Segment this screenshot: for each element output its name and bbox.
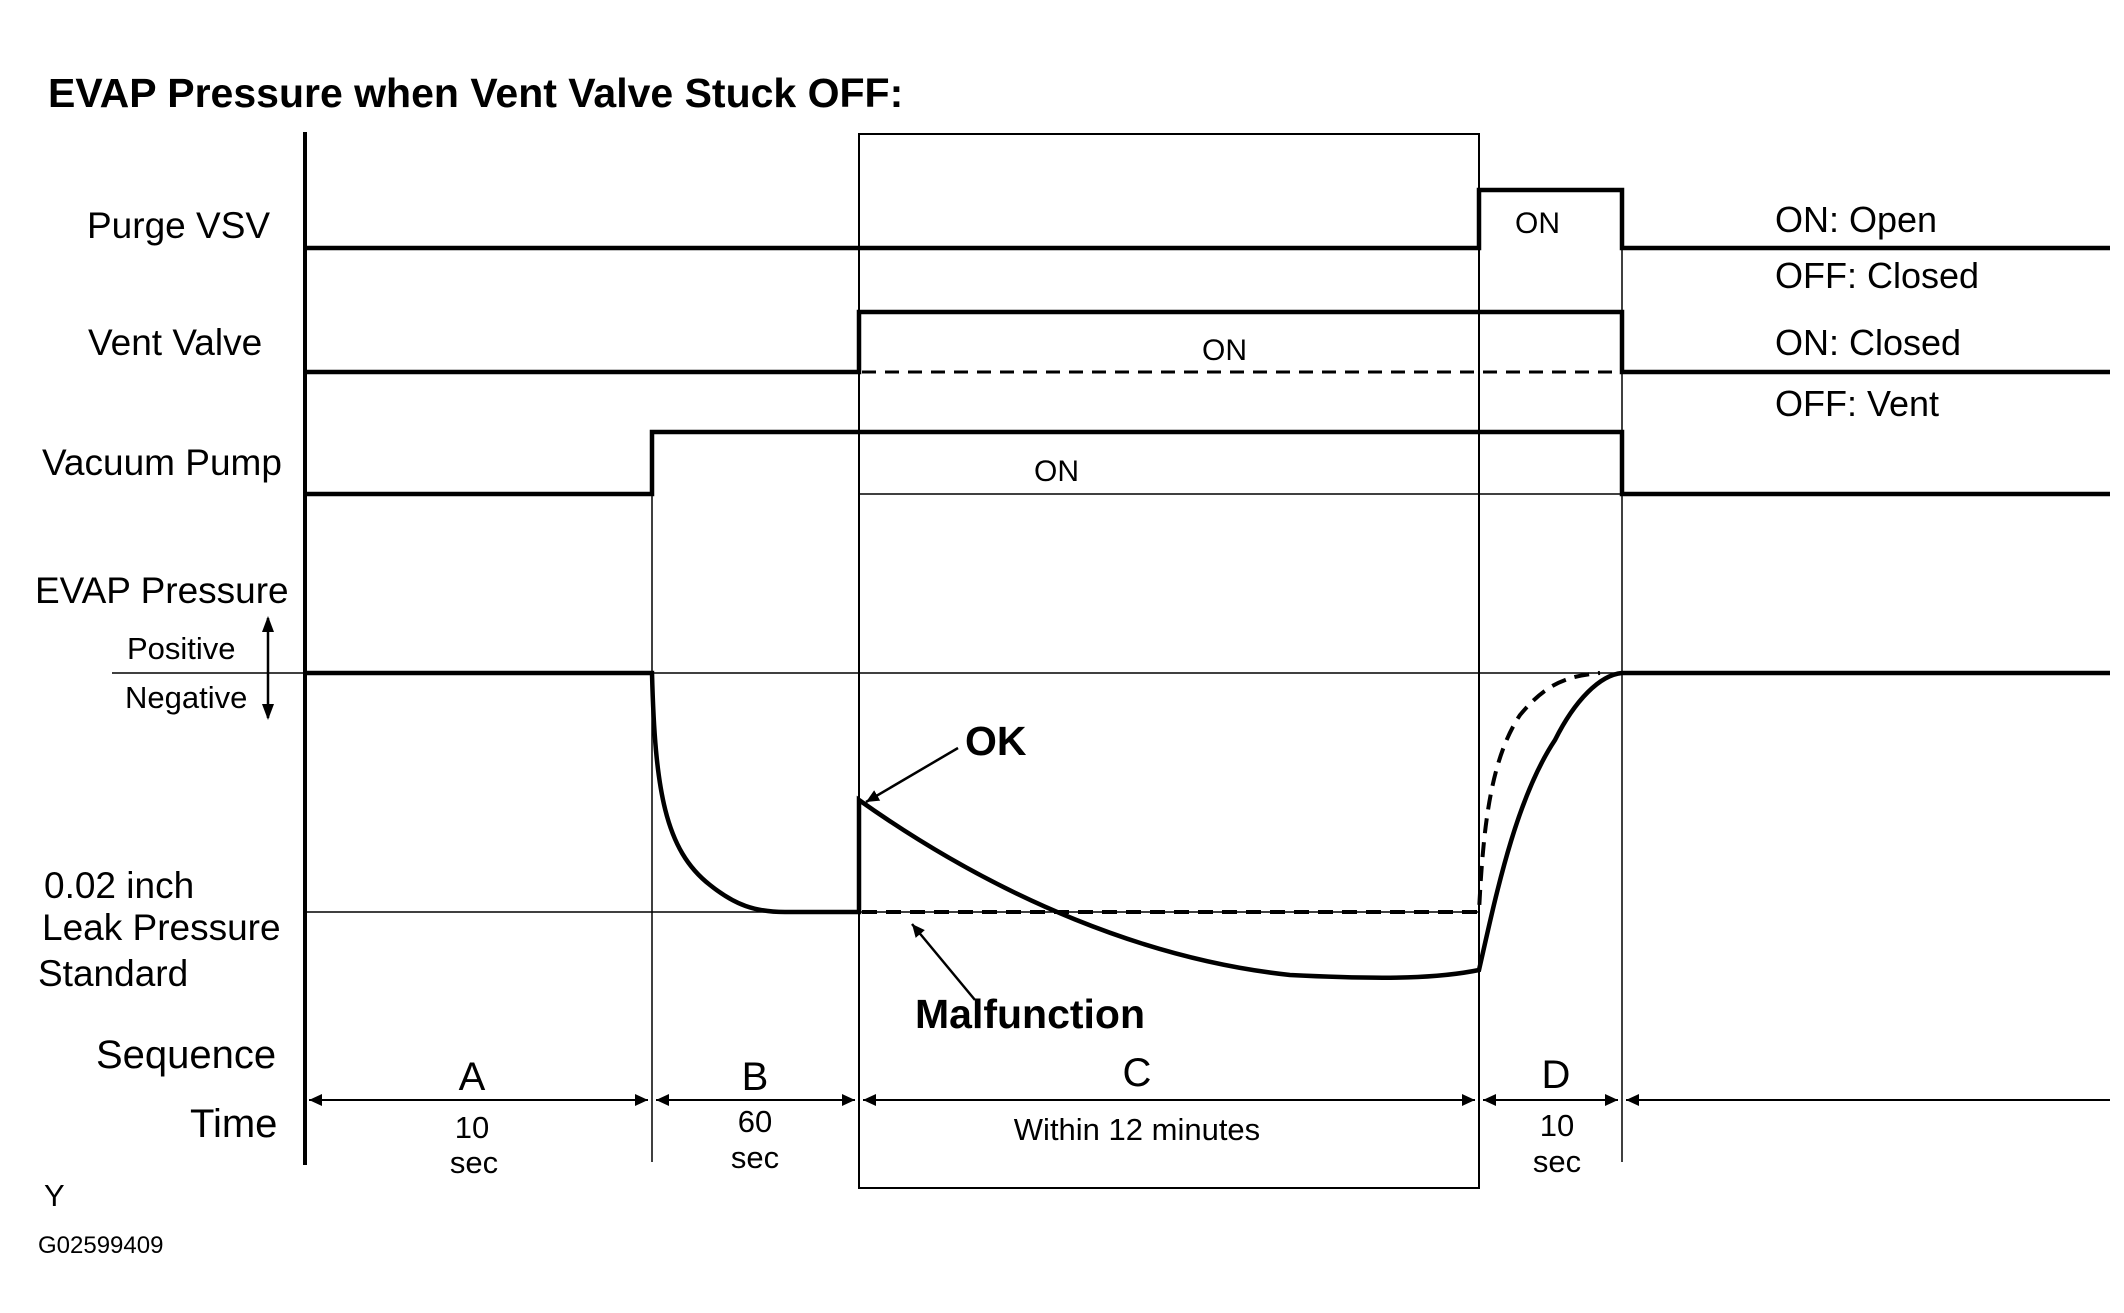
legend-purge-off: OFF: Closed <box>1775 255 1979 296</box>
malfunction-annotation: Malfunction <box>915 991 1145 1037</box>
vent-valve-signal <box>305 309 2110 375</box>
leak-standard-label-line2: Leak Pressure <box>42 907 281 948</box>
ok-annotation: OK <box>965 718 1027 764</box>
sequence-c-time: Within 12 minutes <box>1014 1112 1260 1147</box>
sequence-c-box <box>858 133 1480 1189</box>
evap-pressure-malfunction-curve <box>862 671 1601 914</box>
purge-vsv-label: Purge VSV <box>87 205 270 246</box>
figure-code: G02599409 <box>38 1232 163 1259</box>
sequence-b-time-unit: sec <box>731 1140 779 1175</box>
vent-valve-on-label: ON <box>1202 334 1247 367</box>
time-label: Time <box>190 1102 277 1146</box>
sequence-d-time: 10 <box>1540 1108 1574 1143</box>
purge-vsv-on-label: ON <box>1515 207 1560 240</box>
positive-label: Positive <box>127 631 236 666</box>
evap-pressure-label: EVAP Pressure <box>35 570 289 611</box>
ok-pointer-arrow <box>865 746 959 804</box>
sequence-a-time: 10 <box>455 1110 489 1145</box>
legend-purge-on: ON: Open <box>1775 199 1937 240</box>
vent-valve-label: Vent Valve <box>88 322 262 363</box>
sequence-d-time-unit: sec <box>1533 1144 1581 1179</box>
purge-vsv-signal <box>305 187 2110 251</box>
vacuum-pump-on-label: ON <box>1034 455 1079 488</box>
sequence-a-time-unit: sec <box>450 1145 498 1180</box>
sequence-b-label: B <box>742 1055 769 1099</box>
sequence-b-time: 60 <box>738 1104 772 1139</box>
vacuum-pump-label: Vacuum Pump <box>42 442 282 483</box>
leak-standard-label-line1: 0.02 inch <box>44 865 194 906</box>
evap-pressure-ok-curve <box>305 670 2110 980</box>
figure-mark: Y <box>44 1178 65 1213</box>
leak-standard-label-line3: Standard <box>38 953 188 994</box>
malfunction-pointer-arrow <box>911 923 976 1001</box>
sequence-d-label: D <box>1542 1053 1571 1097</box>
sequence-a-label: A <box>459 1055 486 1099</box>
vacuum-pump-signal <box>305 429 2110 497</box>
pressure-direction-arrow <box>262 616 274 720</box>
sequence-c-label: C <box>1123 1051 1152 1095</box>
negative-label: Negative <box>125 680 247 715</box>
sequence-label: Sequence <box>96 1033 276 1077</box>
diagram-title: EVAP Pressure when Vent Valve Stuck OFF: <box>48 70 903 116</box>
legend-vent-on: ON: Closed <box>1775 322 1961 363</box>
legend-vent-off: OFF: Vent <box>1775 383 1939 424</box>
